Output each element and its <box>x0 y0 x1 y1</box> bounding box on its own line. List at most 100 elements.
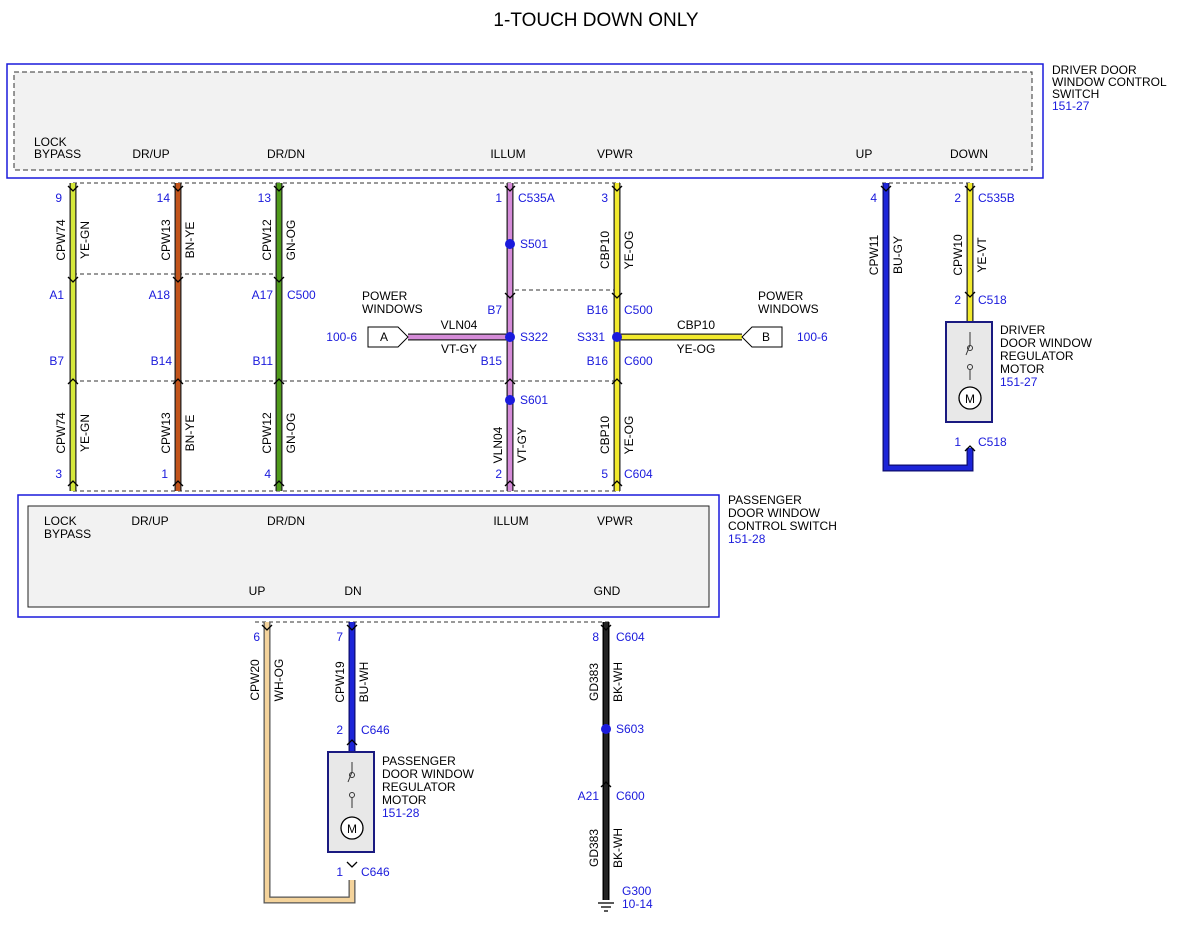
wire-w6-name: CPW10 <box>951 234 965 276</box>
splice-s331: S331 <box>577 330 605 344</box>
pin-3-vpwr: 3 <box>601 191 608 205</box>
motor-icon <box>958 386 982 410</box>
wire-w2b-name: CPW13 <box>159 412 173 454</box>
passenger-motor-name-1: PASSENGER <box>382 754 456 768</box>
connector-c600-b: C600 <box>616 789 645 803</box>
driver-pin-drdn: DR/DN <box>267 147 305 161</box>
wire-w2-color: BN-YE <box>183 222 197 259</box>
driver-motor-name-4: MOTOR <box>1000 362 1045 376</box>
pin-2-pmotor: 2 <box>336 723 343 737</box>
wire-w11-color: BK-WH <box>611 662 625 702</box>
ground-ref[interactable]: 10-14 <box>622 897 653 911</box>
wire-w9-color: WH-OG <box>272 659 286 702</box>
driver-motor-letter: M <box>965 392 975 406</box>
wire-w5-name: CPW11 <box>867 234 881 275</box>
passenger-switch-name-2: DOOR WINDOW <box>728 506 821 520</box>
pin-2-motor: 2 <box>954 293 961 307</box>
offpage-b-letter: B <box>762 330 770 344</box>
passenger-door-window-control-switch: PASSENGER DOOR WINDOW CONTROL SWITCH 151… <box>17 493 837 618</box>
driver-door-window-regulator-motor: M DRIVER DOOR WINDOW REGULATOR MOTOR 151… <box>945 321 1093 423</box>
passenger-motor-name-2: DOOR WINDOW <box>382 767 475 781</box>
passenger-motor-name-3: REGULATOR <box>382 780 456 794</box>
pin-3-lock: 3 <box>55 467 62 481</box>
offpage-b-label-2: WINDOWS <box>758 302 819 316</box>
wire-w4-name: CBP10 <box>598 231 612 269</box>
pin-2-down: 2 <box>954 191 961 205</box>
wire-w8b-name: CBP10 <box>598 416 612 454</box>
passenger-pin-bypass: BYPASS <box>44 527 91 541</box>
connector-c600-a: C600 <box>624 354 653 368</box>
wire-w7-color: VT-GY <box>441 342 477 356</box>
pin-14: 14 <box>157 191 171 205</box>
offpage-connector-b[interactable]: B POWER WINDOWS 100-6 <box>741 289 828 348</box>
wire-segments <box>69 183 974 904</box>
pin-4-up: 4 <box>870 191 877 205</box>
passenger-pin-up: UP <box>249 584 266 598</box>
passenger-pin-illum: ILLUM <box>493 514 528 528</box>
driver-pin-illum: ILLUM <box>490 147 525 161</box>
wire-w8b-color: YE-OG <box>622 416 636 455</box>
pin-b7-s322: B7 <box>487 303 502 317</box>
passenger-pin-drdn: DR/DN <box>267 514 305 528</box>
passenger-switch-name-3: CONTROL SWITCH <box>728 519 837 533</box>
connector-c518-bottom: C518 <box>978 435 1007 449</box>
connector-c604-b: C604 <box>616 630 645 644</box>
driver-switch-name-2: WINDOW CONTROL <box>1052 75 1167 89</box>
driver-door-window-control-switch: DRIVER DOOR WINDOW CONTROL SWITCH 151-27… <box>6 63 1167 179</box>
pin-1-drup: 1 <box>161 467 168 481</box>
connector-c500-a: C500 <box>287 288 316 302</box>
wire-w2-name: CPW13 <box>159 219 173 261</box>
driver-motor-name-3: REGULATOR <box>1000 349 1074 363</box>
wire-w6-color: YE-VT <box>975 237 989 273</box>
pin-b11: B11 <box>253 354 274 368</box>
offpage-b-ref[interactable]: 100-6 <box>797 330 828 344</box>
pin-9: 9 <box>55 191 62 205</box>
wire-w11b-name: GD383 <box>587 829 601 867</box>
wire-w3-name: CPW12 <box>260 219 274 261</box>
wire-w3b-name: CPW12 <box>260 412 274 454</box>
passenger-pin-vpwr: VPWR <box>597 514 633 528</box>
pin-b15: B15 <box>481 354 503 368</box>
wire-w8-name: CBP10 <box>677 318 715 332</box>
connector-c646-top: C646 <box>361 723 390 737</box>
pin-8-gnd: 8 <box>592 630 599 644</box>
wire-w2b-color: BN-YE <box>183 415 197 452</box>
passenger-motor-letter: M <box>347 822 357 836</box>
connector-dashed-lines <box>73 182 972 623</box>
offpage-a-letter: A <box>380 330 388 344</box>
pin-b16-top: B16 <box>587 303 609 317</box>
connector-c535a: C535A <box>518 191 555 205</box>
wire-w7b-color: VT-GY <box>515 427 529 463</box>
offpage-b-label-1: POWER <box>758 289 804 303</box>
wire-w8-color: YE-OG <box>677 342 716 356</box>
offpage-connector-a[interactable]: A POWER WINDOWS 100-6 <box>326 289 423 348</box>
pin-and-connector-labels: 9 14 13 1 C535A 3 4 2 C535B S501 A1 A18 … <box>49 191 1014 879</box>
pin-5-vpwr: 5 <box>601 467 608 481</box>
driver-switch-ref: 151-27 <box>1052 99 1090 113</box>
driver-motor-name-2: DOOR WINDOW <box>1000 336 1093 350</box>
driver-pin-bypass: BYPASS <box>34 147 81 161</box>
passenger-switch-ref: 151-28 <box>728 532 766 546</box>
splice-s501: S501 <box>520 237 548 251</box>
wire-w4-color: YE-OG <box>622 231 636 270</box>
motor-icon <box>340 816 364 840</box>
pin-a17: A17 <box>252 288 274 302</box>
connector-c604-a: C604 <box>624 467 653 481</box>
passenger-pin-lock: LOCK <box>44 514 77 528</box>
splice-s601: S601 <box>520 393 548 407</box>
driver-pin-drup: DR/UP <box>132 147 169 161</box>
wire-w7b-name: VLN04 <box>491 426 505 463</box>
passenger-motor-ref: 151-28 <box>382 806 420 820</box>
wire-w3b-color: GN-OG <box>284 413 298 454</box>
pin-b14: B14 <box>151 354 173 368</box>
pin-1-motor: 1 <box>954 435 961 449</box>
pin-1-illum: 1 <box>495 191 502 205</box>
pin-13: 13 <box>258 191 272 205</box>
offpage-a-ref[interactable]: 100-6 <box>326 330 357 344</box>
connector-c500-b: C500 <box>624 303 653 317</box>
passenger-motor-name-4: MOTOR <box>382 793 427 807</box>
connector-c646-bottom: C646 <box>361 865 390 879</box>
pin-7-dn: 7 <box>336 630 343 644</box>
pin-2-illum: 2 <box>495 467 502 481</box>
